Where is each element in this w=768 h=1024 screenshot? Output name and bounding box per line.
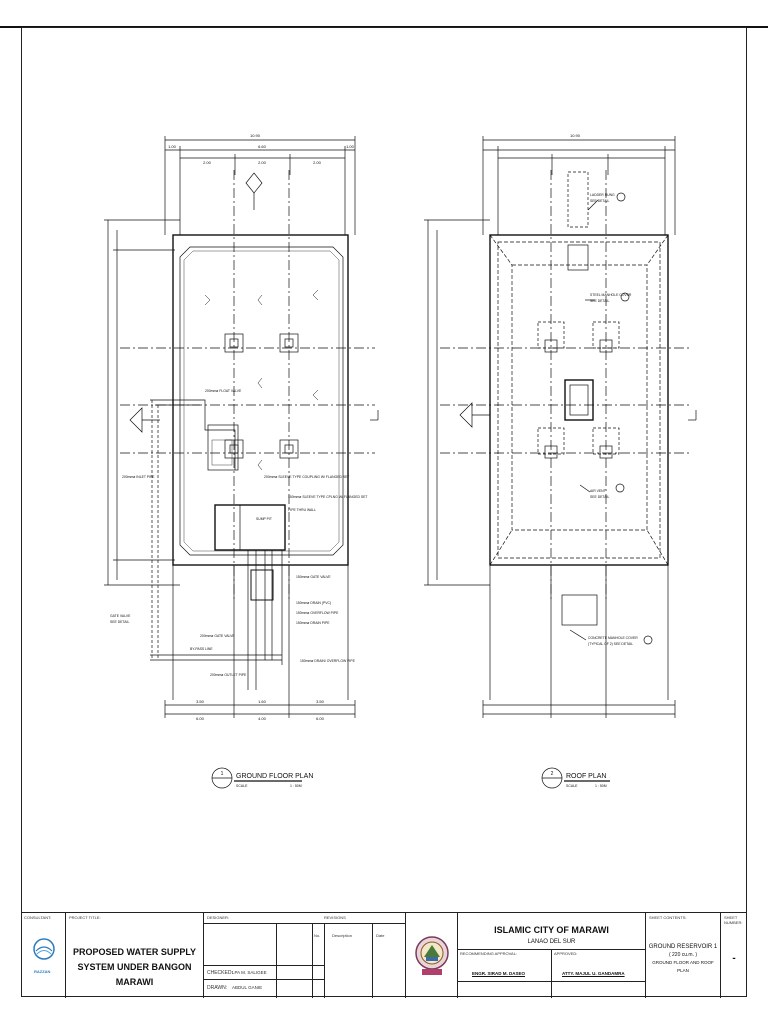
province-name: LANAO DEL SUR	[527, 939, 576, 945]
roof-callout-steel-manhole: STEEL MANHOLE COVER	[590, 293, 632, 297]
city-cell: ISLAMIC CITY OF MARAWI LANAO DEL SUR REC…	[458, 913, 646, 998]
callout-inlet-pipe: 200mmø INLET PIPE	[122, 475, 155, 479]
recommending-label: RECOMMENDING APPROVAL:	[460, 951, 518, 956]
project-title-cell: PROJECT TITLE: PROPOSED WATER SUPPLY SYS…	[66, 913, 204, 998]
gf-bottom2-dim-3: 6.00	[316, 716, 325, 721]
project-title-line-2: SYSTEM UNDER BANGON MARAWI	[77, 962, 192, 987]
gf-bottom-dim-1: 3.50	[196, 699, 205, 704]
callout-gate-valve-200: 200mmø GATE VALVE	[200, 634, 235, 638]
gf-sub-dim-2: 2.00	[258, 160, 267, 165]
callout-see-detail: SEE DETAIL	[110, 620, 129, 624]
gf-plan-number: 1	[221, 771, 224, 777]
rev-col-date: Date	[376, 933, 385, 938]
roof-callout-ladder: LADDER RUNG	[590, 193, 615, 197]
sheet-title-3: GROUND FLOOR AND ROOF PLAN	[652, 960, 714, 973]
roof-scale-label: SCALE	[566, 784, 578, 788]
gf-top-dim-2: 6.60	[258, 144, 267, 149]
callout-float-valve: 200mmø FLOAT VALVE	[205, 389, 242, 393]
gf-plan-title: GROUND FLOOR PLAN	[236, 773, 313, 780]
project-title-label: PROJECT TITLE:	[69, 915, 101, 920]
checked-label: CHECKED:	[207, 970, 233, 976]
sheet-title-2: ( 220 cu.m. )	[668, 952, 698, 958]
callout-sump-pit: SUMP PIT	[256, 517, 272, 521]
roof-plan	[424, 136, 697, 789]
rev-col-desc: Description	[332, 933, 353, 938]
sheet-title-1: GROUND RESERVOIR 1	[648, 944, 718, 950]
designer-divider	[276, 923, 277, 998]
gf-sub-dim-3: 2.00	[313, 160, 322, 165]
consultant-logo-text: RAZZAN	[34, 969, 51, 974]
approved-label: APPROVED:	[554, 951, 578, 956]
city-name: ISLAMIC CITY OF MARAWI	[494, 925, 609, 935]
callout-overflow-pipe: 150mmø OVERFLOW PIPE	[296, 611, 339, 615]
engineer-name: ENGR. SIRAD M. DASEO	[472, 971, 526, 976]
callout-sleeve-200: 200mmø SLEEVE TYPE COUPLING W/ FLANGED S…	[264, 475, 349, 479]
drawn-line	[204, 979, 324, 980]
sheet-number-cell: SHEET NUMBER: -	[721, 913, 747, 998]
rev-header-line	[204, 923, 406, 924]
consultant-logo	[33, 938, 55, 960]
designer-label: DESIGNER:	[207, 915, 230, 920]
drawn-label: DRAWN:	[207, 985, 228, 991]
sheet-number-label: SHEET NUMBER:	[724, 915, 743, 925]
sheet-frame	[21, 27, 747, 997]
callout-drain-pvc: 150mmø DRAIN (PVC)	[296, 601, 331, 605]
gf-scale-label: SCALE	[236, 784, 248, 788]
attorney-name: ATTY. MAJUL U. GANDAMRA	[562, 971, 625, 976]
project-title-line-1: PROPOSED WATER SUPPLY	[72, 947, 197, 957]
roof-callout-ladder-detail: SEE DETAIL	[590, 199, 609, 203]
callout-drain-overflow: 150mmø DRAIN/ OVERFLOW PIPE	[300, 659, 356, 663]
sheet-number: -	[732, 953, 736, 964]
city-seal	[415, 936, 449, 975]
roof-callout-air-vent: AIR VENT	[590, 489, 606, 493]
rev-divider-1	[312, 923, 313, 998]
gf-bottom2-dim-1: 6.00	[196, 716, 205, 721]
sheet-contents-cell: SHEET CONTENTS: GROUND RESERVOIR 1 ( 220…	[646, 913, 721, 998]
callout-pipe-thru-wall: PIPE THRU WALL	[288, 508, 316, 512]
drawn-value: ABDUL GANIE	[232, 985, 263, 990]
roof-callout-concrete-manhole: CONCRETE MANHOLE COVER	[588, 636, 638, 640]
gf-top-dim-3: 1.00	[346, 144, 355, 149]
gf-overall-dim: 10.90	[250, 133, 261, 138]
city-divider	[458, 949, 646, 950]
roof-callout-steel-detail: SEE DETAIL	[590, 299, 609, 303]
ground-floor-plan	[104, 136, 379, 789]
gf-sub-dim-1: 2.00	[203, 160, 212, 165]
drawings: 10.90 1.00 6.60 1.00 2.00 2.00 2.00 3.50…	[104, 133, 697, 789]
approval-divider	[551, 949, 552, 998]
rev-divider-2	[324, 923, 325, 998]
callout-bypass-line: BY-PASS LINE	[190, 647, 213, 651]
roof-overall-dim: 10.90	[570, 133, 581, 138]
roof-callout-concrete-detail: (TYPICAL OF 2) SEE DETAIL	[588, 642, 633, 646]
checked-value: LPA M. SALIGEE	[232, 970, 267, 975]
callout-gate-valve-150: 150mmø GATE VALVE	[296, 575, 331, 579]
gf-scale: 1 : 50M	[290, 784, 302, 788]
gf-bottom-dim-3: 3.50	[316, 699, 325, 704]
gf-bottom-dim-2: 1.60	[258, 699, 267, 704]
gf-bottom2-dim-2: 4.00	[258, 716, 267, 721]
roof-scale: 1 : 50M	[595, 784, 607, 788]
designer-revisions-cell: DESIGNER: REVISIONS No. Description Date…	[204, 913, 406, 998]
consultant-cell: CONSULTANT: RAZZAN	[21, 913, 66, 998]
checked-line	[204, 965, 324, 966]
callout-gate-valve: GATE VALVE	[110, 614, 131, 618]
gf-top-dim-1: 1.00	[168, 144, 177, 149]
revisions-label: REVISIONS	[324, 915, 346, 920]
callout-outlet-pipe: 200mmø OUTLET PIPE	[210, 673, 247, 677]
roof-plan-title: ROOF PLAN	[566, 773, 606, 780]
sign-divider	[458, 981, 646, 982]
callout-drain-pipe: 150mmø DRAIN PIPE	[296, 621, 330, 625]
rev-divider-3	[372, 923, 373, 998]
seal-cell	[406, 913, 458, 998]
callout-sleeve-150: 150mmø SLEEVE TYPE CPLNG W/ FLANGED SET	[288, 495, 367, 499]
roof-callout-air-detail: SEE DETAIL	[590, 495, 609, 499]
rev-col-no: No.	[314, 933, 321, 938]
title-block: CONSULTANT: RAZZAN PROJECT TITLE: PROPOS…	[21, 912, 747, 998]
consultant-label: CONSULTANT:	[24, 915, 52, 920]
roof-plan-number: 2	[551, 771, 554, 777]
sheet-contents-label: SHEET CONTENTS:	[649, 915, 687, 920]
